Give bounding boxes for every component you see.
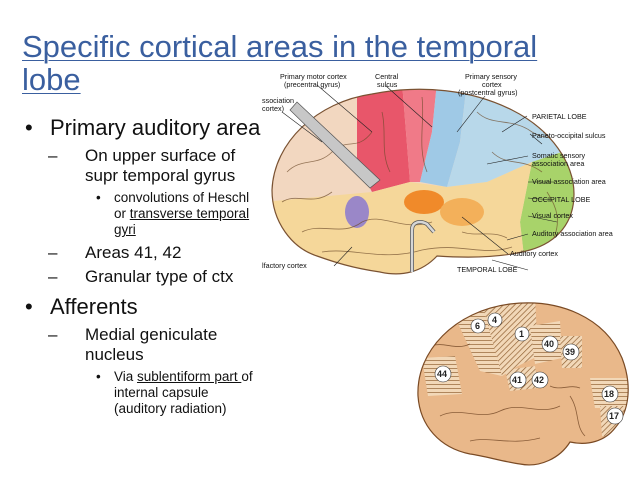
label-central-1: Central <box>375 72 399 81</box>
label-somatic-sensory-2: association area <box>532 159 584 168</box>
brodmann-numbers: 4 6 1 40 39 44 41 42 18 17 <box>434 312 624 425</box>
sub-bullet-upper-surface-line2: supr temporal gyrus <box>85 166 236 185</box>
insula-region <box>345 196 369 228</box>
heschl-text-b: or <box>114 206 130 221</box>
brain2-outline <box>417 302 629 466</box>
area-number-4: 4 <box>492 315 497 325</box>
area-number-1: 1 <box>519 329 524 339</box>
sub-sub-bullet-heschl: convolutions of Heschl or transverse tem… <box>44 190 287 238</box>
brodmann-areas-diagram: 4 6 1 40 39 44 41 42 18 17 <box>417 302 629 466</box>
label-visual-association: Visual association area <box>532 177 606 186</box>
sensory-cortex-region <box>420 89 467 187</box>
auditory-association-region <box>440 198 484 226</box>
label-primary-sensory-2: cortex <box>482 80 502 89</box>
sub-bullet-medial-geniculate: Medial geniculate nucleus <box>40 325 287 365</box>
sublentiform-link: sublentiform part <box>137 369 242 384</box>
diagram1-labels: Primary motor cortex (precentral gyrus) … <box>262 72 613 274</box>
label-occipital-lobe: OCCIPITAL LOBE <box>532 195 591 204</box>
label-primary-sensory-1: Primary sensory <box>465 72 517 81</box>
area-number-40: 40 <box>544 339 554 349</box>
leader-lines <box>281 84 558 271</box>
area-number-6: 6 <box>475 321 480 331</box>
premotor-region <box>402 89 437 182</box>
medial-geniculate-line1: Medial geniculate <box>85 325 218 344</box>
brain2-gyri <box>429 343 586 442</box>
label-central-2: sulcus <box>377 80 398 89</box>
sub-bullet-areas: Areas 41, 42 <box>40 243 287 263</box>
label-parieto-occipital: Parieto-occipital sulcus <box>532 131 606 140</box>
motor-cortex-region <box>357 89 410 192</box>
sub-bullet-granular: Granular type of ctx <box>40 267 287 287</box>
label-parietal-lobe: PARIETAL LOBE <box>532 112 587 121</box>
label-association-2: cortex) <box>262 104 284 113</box>
sub-bullet-upper-surface: On upper surface of supr temporal gyrus <box>40 146 287 186</box>
gyri-link: gyri <box>114 222 136 237</box>
bullet-list: Primary auditory area On upper surface o… <box>22 116 287 422</box>
temporal-region <box>272 162 532 274</box>
area-number-18: 18 <box>604 389 614 399</box>
heschl-text-a: convolutions of Heschl <box>114 190 250 205</box>
area-number-44: 44 <box>437 369 447 379</box>
area-number-17: 17 <box>609 411 619 421</box>
label-auditory-association: Auditory association area <box>532 229 613 238</box>
label-temporal-lobe: TEMPORAL LOBE <box>457 265 518 274</box>
area-number-42: 42 <box>534 375 544 385</box>
retractors <box>289 101 436 272</box>
medial-geniculate-line2: nucleus <box>85 345 144 364</box>
gyri-lines <box>281 96 573 256</box>
sub-sub-bullet-sublentiform: Via sublentiform part of internal capsul… <box>44 369 287 417</box>
sub-bullet-upper-surface-line1: On upper surface of <box>85 146 236 165</box>
transverse-temporal-link: transverse temporal <box>129 206 250 221</box>
via-text: Via <box>114 369 138 384</box>
label-primary-motor-1: Primary motor cortex <box>280 72 347 81</box>
label-auditory-cortex: Auditory cortex <box>510 249 558 258</box>
brain-outline <box>271 88 575 275</box>
area-number-41: 41 <box>512 375 522 385</box>
label-olfactory-cortex: lfactory cortex <box>262 261 307 270</box>
label-association-1: ssociation <box>262 96 294 105</box>
brain-lobes <box>272 89 574 274</box>
brain-lateral-diagram: Primary motor cortex (precentral gyrus) … <box>262 72 613 275</box>
label-visual-cortex: Visual cortex <box>532 211 573 220</box>
label-primary-sensory-3: (postcentral gyrus) <box>458 88 518 97</box>
label-primary-motor-2: (precentral gyrus) <box>284 80 340 89</box>
auditory-radiation-text: (auditory radiation) <box>114 401 227 416</box>
bullet-primary-auditory: Primary auditory area <box>22 116 287 141</box>
auditory-cortex-region <box>404 190 444 214</box>
of-text: of <box>241 369 253 384</box>
bullet-afferents: Afferents <box>22 295 287 320</box>
internal-capsule-text: internal capsule <box>114 385 209 400</box>
label-somatic-sensory-1: Somatic sensory <box>532 151 586 160</box>
slide-title: Specific cortical areas in the temporal … <box>22 29 538 97</box>
area-number-39: 39 <box>565 347 575 357</box>
